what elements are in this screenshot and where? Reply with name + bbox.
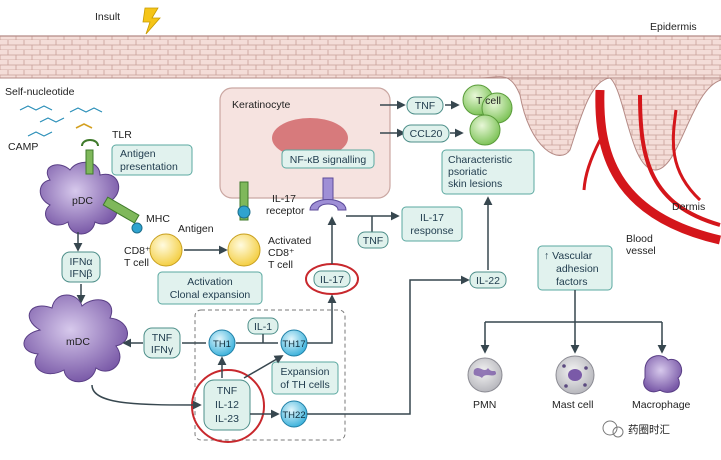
mhc-label: MHC [146, 213, 170, 225]
epidermis-layer [0, 35, 721, 171]
cytokine-il12-label: IL-12 [215, 399, 239, 411]
il22-label: IL-22 [476, 275, 500, 287]
activation-line-1: Activation [187, 276, 233, 288]
vascular-line-3: factors [556, 276, 588, 288]
il1-label: IL-1 [254, 321, 272, 333]
th17-cell: TH17 [280, 329, 308, 357]
th1-label: TH1 [213, 339, 231, 350]
macrophage-cell: Macrophage [632, 355, 691, 411]
th22-label: TH22 [282, 410, 305, 421]
cytokine-tnf-label: TNF [217, 385, 237, 397]
epidermis-label: Epidermis [650, 21, 697, 33]
th22-cell: TH22 [280, 400, 308, 428]
nfkb-signalling-label: NF-κB signalling [290, 154, 367, 166]
mhc-complex [102, 196, 143, 234]
self-nucleotide-label: Self-nucleotide [5, 86, 75, 98]
antigen-label: Antigen [178, 223, 214, 235]
antigen-presentation-line-2: presentation [120, 161, 178, 173]
cd8-tcell-label-2: T cell [124, 257, 149, 269]
keratinocyte-label: Keratinocyte [232, 99, 291, 111]
blood-vessel-label: Blood [626, 233, 653, 245]
il17-response-box: IL-17 response [401, 206, 463, 242]
il17-receptor-label-2: receptor [266, 205, 305, 217]
mast-cell-label: Mast cell [552, 399, 593, 411]
pdc-label: pDC [72, 195, 93, 207]
cytokine-highlight-ring [191, 369, 265, 443]
th17-label: TH17 [282, 339, 305, 350]
lesions-line-3: skin lesions [448, 178, 502, 190]
pmn-label: PMN [473, 399, 496, 411]
insult-label: Insult [95, 11, 120, 23]
ifn-pill: IFNα IFNβ [61, 251, 101, 283]
tnf-label: TNF [152, 332, 172, 344]
il1-pill: IL-1 [247, 317, 279, 335]
pmn-cell: PMN [467, 357, 503, 411]
vascular-line-1: ↑ Vascular [544, 250, 593, 262]
il17-pill-label: IL-17 [320, 274, 344, 286]
green-tcell-label: T cell [476, 95, 501, 107]
activation-clonal-expansion-box: Activation Clonal expansion [157, 271, 263, 305]
tnf-ifny-pill: TNF IFNγ [143, 327, 181, 359]
mast-cell: Mast cell [552, 355, 595, 411]
antigen-presentation-box: Antigen presentation [111, 144, 193, 176]
il17-pill: IL-17 [313, 270, 351, 288]
macrophage-label: Macrophage [632, 399, 691, 411]
tnf-small-pill: TNF [357, 231, 389, 249]
ccl20-pill: CCL20 [402, 124, 450, 143]
tlr-label: TLR [112, 129, 132, 141]
expansion-line-2: of TH cells [280, 379, 329, 391]
antigen-presentation-line-1: Antigen [120, 148, 156, 160]
watermark: 药圈时汇 [602, 420, 670, 438]
watermark-label: 药圈时汇 [628, 423, 670, 436]
activated-cd8-t-cell: Activated CD8⁺ T cell [227, 181, 311, 271]
cd8-t-cell: CD8⁺ T cell [124, 233, 183, 269]
blood-vessel-label-2: vessel [626, 245, 656, 257]
tnf-output-label: TNF [415, 100, 435, 112]
ccl20-label: CCL20 [410, 128, 443, 140]
tnf-output-pill: TNF [406, 96, 444, 115]
il17-receptor: IL-17 receptor [266, 177, 347, 217]
blood-vessel [582, 89, 721, 245]
vascular-adhesion-box: ↑ Vascular adhesion factors [537, 245, 613, 291]
il17-response-line-1: IL-17 [420, 212, 444, 224]
tnf-small-label: TNF [363, 235, 383, 247]
tnf-il12-il23-pill: TNF IL-12 IL-23 [203, 379, 251, 431]
self-nucleotide-strands [19, 105, 103, 137]
lesions-line-1: Characteristic [448, 154, 512, 166]
mdc-cell: mDC [23, 294, 128, 383]
activated-cd8-label-1: Activated [268, 235, 311, 247]
camp-label: CAMP [8, 141, 38, 153]
ifny-label: IFNγ [151, 344, 174, 356]
il17-receptor-label: IL-17 [272, 193, 296, 205]
expansion-th-box: Expansion of TH cells [271, 361, 339, 395]
mdc-label: mDC [66, 336, 90, 348]
pdc-cell: pDC [39, 139, 120, 235]
th-expansion-region [194, 309, 346, 441]
ifn-beta-label: IFNβ [70, 268, 93, 280]
th1-cell: TH1 [208, 329, 236, 357]
cytokine-il23-label: IL-23 [215, 413, 239, 425]
dermis-label: Dermis [672, 201, 705, 213]
il17-response-line-2: response [410, 225, 453, 237]
lesions-line-2: psoriatic [448, 166, 487, 178]
psoriatic-lesions-box: Characteristic psoriatic skin lesions [441, 149, 535, 195]
expansion-line-1: Expansion [280, 366, 329, 378]
activation-line-2: Clonal expansion [170, 289, 251, 301]
keratinocyte: Keratinocyte NF-κB signalling [219, 87, 391, 199]
cd8-tcell-label-1: CD8⁺ [124, 245, 151, 257]
insult-lightning-icon [142, 7, 161, 35]
green-t-cells: T cell [462, 84, 513, 146]
activated-cd8-label-2: CD8⁺ [268, 247, 295, 259]
activated-cd8-label-3: T cell [268, 259, 293, 271]
ifn-alpha-label: IFNα [70, 256, 93, 268]
vascular-line-2: adhesion [556, 263, 599, 275]
il22-pill: IL-22 [469, 271, 507, 289]
